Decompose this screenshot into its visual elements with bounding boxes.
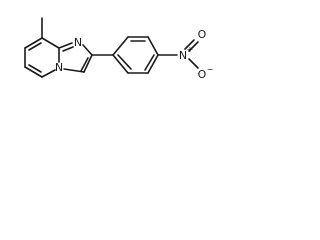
bond-c2-c3-inner — [80, 57, 89, 72]
bond-n-o-bottom — [188, 58, 199, 69]
bond-c8-c8a — [41, 37, 60, 49]
bond-c5-n4 — [41, 69, 56, 78]
bond-c6-c5 — [24, 66, 43, 78]
atom-labels: N N N + O O − — [55, 28, 213, 81]
atom-oxygen-bottom-charge: − — [207, 65, 214, 74]
bond-n-o-top-inner — [184, 39, 195, 50]
atom-oxygen-top-label: O — [198, 28, 207, 41]
bond-c6-c5-inner — [28, 64, 42, 73]
bond-ph4-ph5 — [147, 54, 159, 74]
atom-oxygen-bottom-label: O — [198, 68, 207, 81]
bond-ph4-ph5-inner — [144, 54, 155, 71]
bond-c2-c3 — [83, 54, 93, 73]
bond-ph6-ph1-inner — [117, 54, 132, 70]
bond-c8a-n1 — [58, 42, 73, 49]
chemical-structure: N N N + O O − — [24, 17, 213, 81]
bond-lines — [24, 17, 199, 78]
bond-ph1-ph2 — [112, 36, 129, 56]
bond-c8a-n1-inner — [62, 46, 74, 52]
atom-nitro-n-label: N — [179, 49, 187, 62]
atom-n4-label: N — [55, 61, 63, 74]
bond-ph3-ph4 — [147, 36, 159, 56]
bond-n1-c2 — [82, 44, 93, 56]
bond-n-o-top — [188, 41, 199, 52]
atom-nitro-n-charge: + — [187, 45, 194, 54]
bond-ph6-ph1 — [112, 54, 129, 74]
atom-n1-label: N — [74, 36, 82, 49]
bond-c3-n4 — [63, 68, 85, 73]
bond-c8-c7 — [24, 37, 43, 49]
bond-c8-c7-inner — [28, 42, 42, 51]
